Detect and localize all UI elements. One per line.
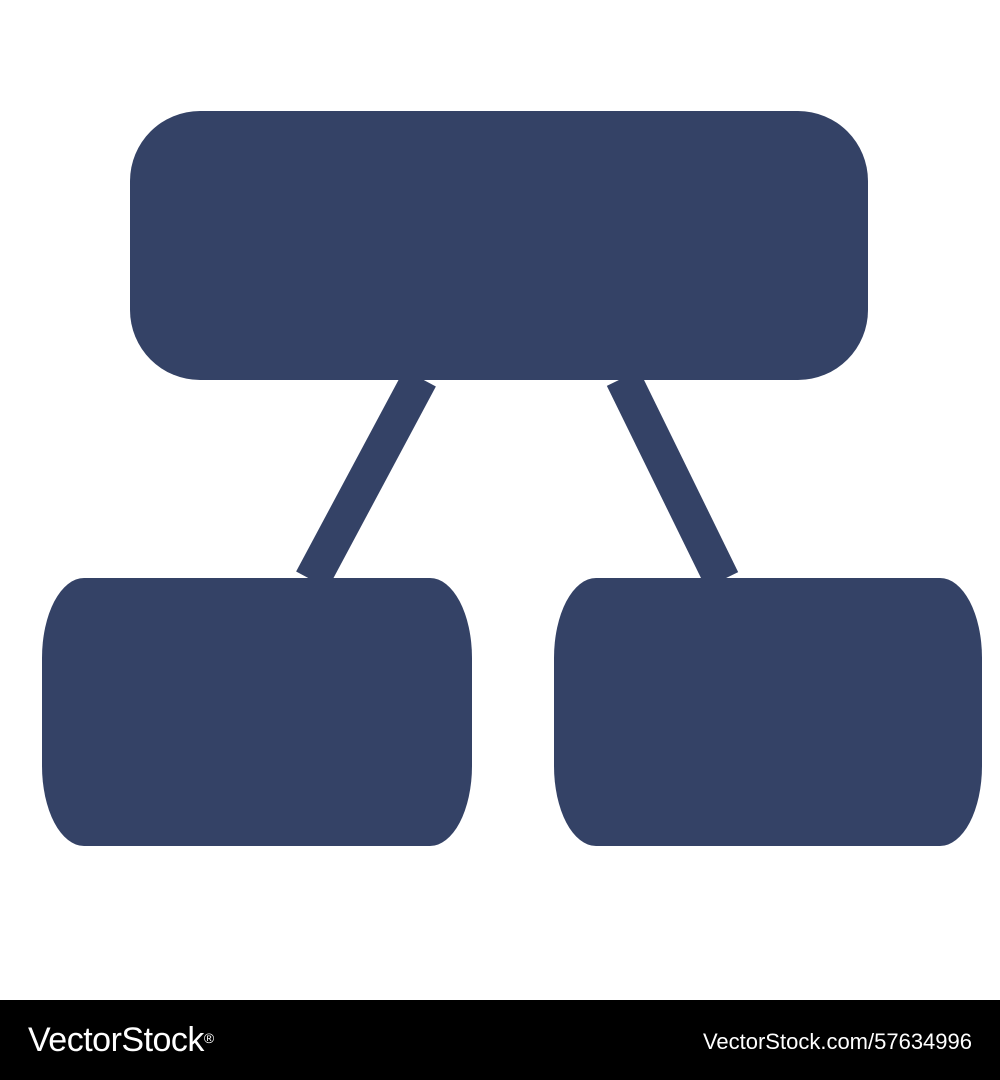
image-id-label: VectorStock.com/57634996 (702, 1029, 972, 1054)
registered-mark: ® (203, 1030, 214, 1046)
parent-node (130, 111, 868, 380)
child-node-right (554, 578, 982, 846)
watermark-footer: VectorStock® VectorStock.com/57634996 (0, 1000, 1000, 1080)
child-node-left (42, 578, 472, 846)
vectorstock-logo: VectorStock® (28, 1018, 214, 1062)
hierarchy-icon (42, 111, 982, 846)
brand-name: VectorStock (28, 1021, 204, 1059)
connector-left (296, 369, 436, 589)
connector-right (606, 370, 739, 588)
